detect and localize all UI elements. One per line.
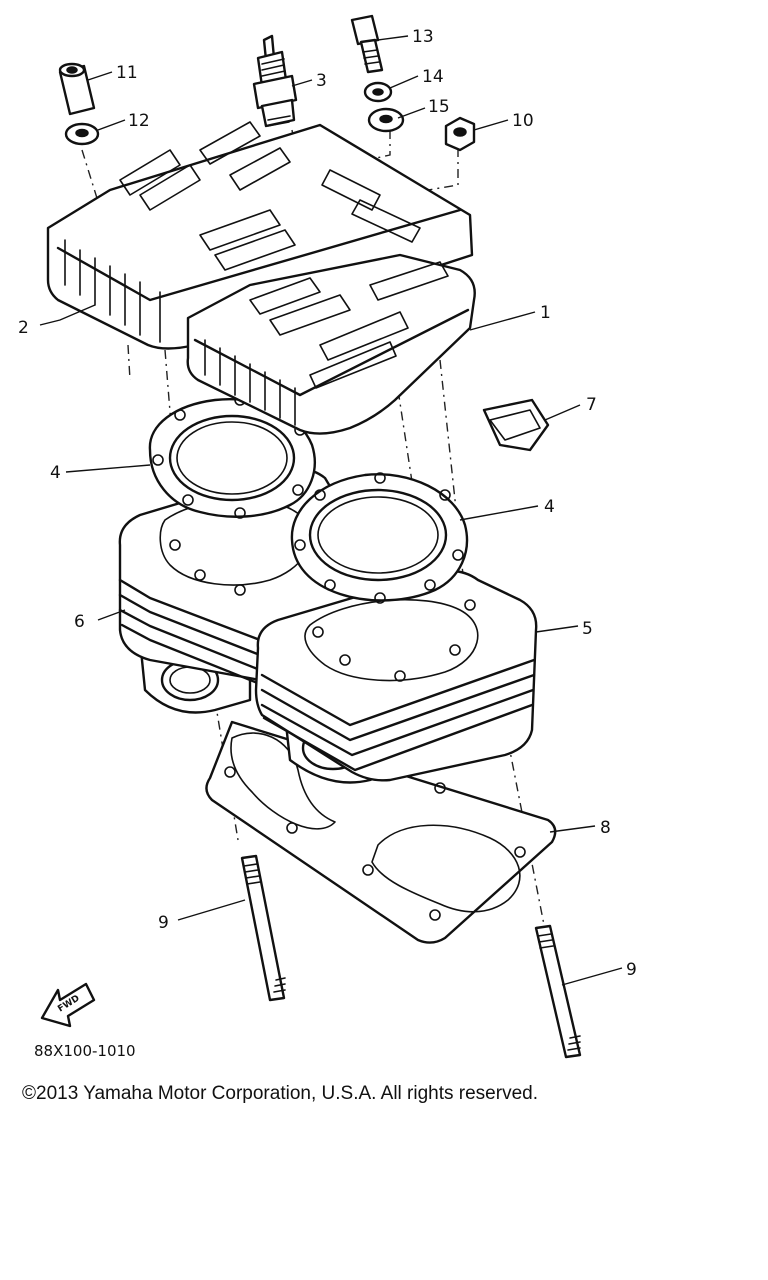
callout-4-right: 4: [544, 497, 555, 517]
stud-left: [240, 854, 286, 1002]
base-gasket: [205, 720, 557, 944]
washer-12: [64, 122, 100, 146]
callout-labels: 1 2 3 4 4 5 6 7 8 9 9 10 11 12 13 14 15: [18, 27, 637, 980]
callout-14: 14: [422, 67, 444, 87]
spark-plug: [252, 34, 298, 128]
nut-10: [444, 116, 476, 152]
callout-4-left: 4: [50, 463, 61, 483]
callout-12: 12: [128, 111, 150, 131]
callout-9-right: 9: [626, 960, 637, 980]
callout-11: 11: [116, 63, 138, 83]
callout-6: 6: [74, 612, 85, 632]
callout-1: 1: [540, 303, 551, 323]
callout-5: 5: [582, 619, 593, 639]
exploded-cylinder-diagram: 1 2 3 4 4 5 6 7 8 9 9 10 11 12 13 14 15 …: [18, 14, 637, 1060]
callout-8: 8: [600, 818, 611, 838]
spacer-sleeve: [58, 62, 96, 116]
head-gasket-right: [290, 472, 469, 604]
copyright-notice: ©2013 Yamaha Motor Corporation, U.S.A. A…: [22, 1083, 538, 1104]
cylinder-head-front: [186, 253, 476, 435]
forward-arrow-icon: FWD: [40, 982, 96, 1028]
callout-2: 2: [18, 318, 29, 338]
bolt-13: [350, 14, 384, 74]
callout-7: 7: [586, 395, 597, 415]
washer-15: [367, 107, 405, 133]
callout-9-left: 9: [158, 913, 169, 933]
callout-13: 13: [412, 27, 434, 47]
leader-lines: [39, 35, 623, 986]
stud-right: [534, 924, 582, 1059]
callout-3: 3: [316, 71, 327, 91]
callout-15: 15: [428, 97, 450, 117]
mount-block: [482, 398, 550, 452]
callout-10: 10: [512, 111, 534, 131]
head-gasket-left: [148, 394, 316, 519]
washer-14: [363, 81, 393, 103]
part-code: 88X100-1010: [34, 1042, 136, 1060]
